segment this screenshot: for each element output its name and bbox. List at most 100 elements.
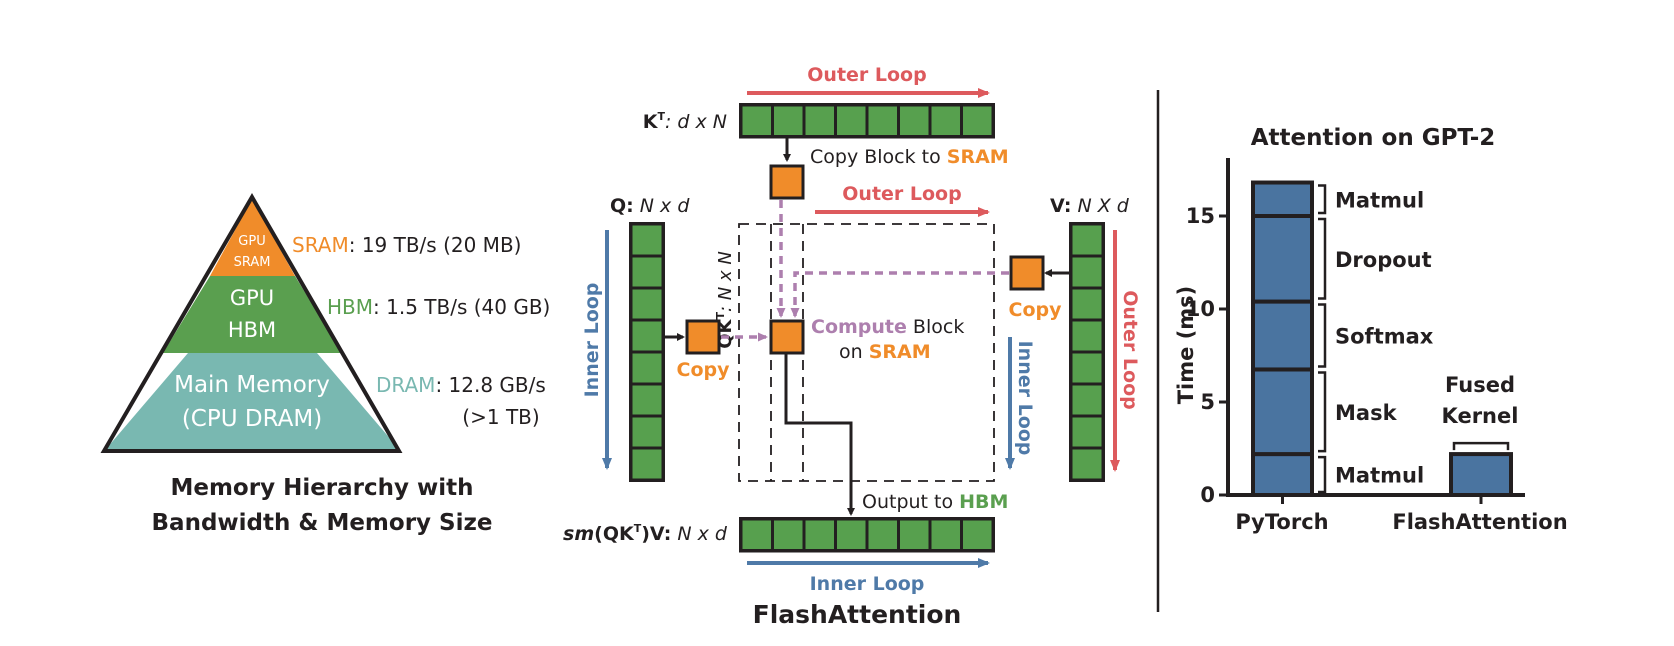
q-block — [632, 449, 662, 479]
x-tick-label-pytorch: PyTorch — [1235, 510, 1328, 534]
chart-title: Attention on GPT-2 — [1251, 125, 1496, 151]
kt-block — [837, 106, 866, 135]
kt-label: KT: d x N — [643, 110, 727, 133]
output-block — [963, 520, 992, 549]
inner-loop-label-v: Inner Loop — [1014, 341, 1036, 456]
v-matrix — [1069, 222, 1105, 482]
inner-loop-label-q: Inner Loop — [581, 283, 603, 398]
chart-ylabel: Time (ms) — [1174, 286, 1198, 405]
v-block — [1072, 353, 1102, 383]
pyramid-sram-fill — [210, 199, 295, 276]
fused-kernel-label-1: Fused — [1445, 373, 1515, 397]
q-sram-block — [685, 319, 721, 355]
pyramid-hbm-fill — [163, 276, 342, 353]
y-tick-label: 10 — [1186, 297, 1215, 321]
pyramid-outline — [100, 193, 403, 453]
v-block — [1072, 225, 1102, 255]
on-sram-label: on SRAM — [839, 341, 931, 363]
fused-kernel-bracket — [1452, 441, 1510, 451]
pyramid-dram-layer — [106, 353, 399, 449]
outer-loop-label-mid: Outer Loop — [842, 183, 961, 205]
kt-block — [931, 106, 960, 135]
hbm-spec: HBM: 1.5 TB/s (40 GB) — [327, 295, 550, 319]
dram-spec: DRAM: 12.8 GB/s — [376, 373, 546, 397]
flashattention-diagram: Outer Loop KT: d x N Copy Block to SRAM … — [563, 64, 1141, 629]
v-copy-label: Copy — [1009, 299, 1063, 321]
q-block — [632, 321, 662, 351]
pyramid-hbm-text-1: GPU — [230, 286, 274, 310]
q-block — [632, 257, 662, 287]
q-block — [632, 385, 662, 415]
x-tick-label-flashattention: FlashAttention — [1392, 510, 1567, 534]
q-block — [632, 289, 662, 319]
v-block — [1072, 449, 1102, 479]
v-block — [1072, 385, 1102, 415]
segment-bracket — [1318, 217, 1327, 300]
bar-segment-pytorch-matmul — [1251, 180, 1314, 219]
output-block — [774, 520, 803, 549]
attention-gpt2-chart: Attention on GPT-2 Time (ms) 051015Matmu… — [1174, 125, 1568, 534]
kt-block — [774, 106, 803, 135]
segment-bracket — [1318, 455, 1327, 494]
segment-bracket — [1318, 371, 1327, 453]
pyramid-dram-text-2: (CPU DRAM) — [182, 406, 322, 432]
kt-matrix — [739, 103, 995, 139]
q-block — [632, 417, 662, 447]
pyramid-caption-2: Bandwidth & Memory Size — [152, 510, 493, 536]
qkt-label: QKT: N x N — [714, 251, 736, 349]
bar-segment-pytorch-dropout — [1251, 214, 1314, 304]
output-block — [900, 520, 929, 549]
output-block — [742, 520, 771, 549]
q-block — [632, 225, 662, 255]
outer-loop-label-top: Outer Loop — [807, 64, 926, 86]
output-matrix — [739, 517, 995, 553]
pyramid-sram-text-2: SRAM — [234, 255, 271, 270]
qkt-matrix-outline — [738, 223, 995, 482]
segment-bracket — [1318, 303, 1327, 368]
v-block — [1072, 417, 1102, 447]
output-block — [805, 520, 834, 549]
copy-block-label: Copy Block to SRAM — [810, 146, 1009, 168]
v-label: V: N X d — [1050, 195, 1130, 217]
kt-block — [805, 106, 834, 135]
fused-kernel-label-2: Kernel — [1442, 404, 1519, 428]
inner-loop-label-bottom: Inner Loop — [810, 573, 925, 595]
q-matrix — [629, 222, 665, 482]
kt-block — [868, 106, 897, 135]
output-to-hbm-label: Output to HBM — [862, 491, 1008, 513]
dram-spec-size: (>1 TB) — [462, 405, 539, 429]
pyramid-dram-text-1: Main Memory — [174, 372, 330, 398]
memory-hierarchy-panel: GPU SRAM GPU HBM Main Memory (CPU DRAM) … — [100, 193, 550, 536]
compute-sram-block — [769, 319, 805, 355]
output-to-hbm-arrow — [784, 353, 855, 516]
kt-block — [900, 106, 929, 135]
y-tick-label: 0 — [1200, 483, 1215, 507]
output-block — [837, 520, 866, 549]
segment-label: Dropout — [1335, 248, 1432, 272]
flashattention-title: FlashAttention — [753, 600, 962, 629]
output-block — [868, 520, 897, 549]
segment-label: Mask — [1335, 401, 1398, 425]
v-sram-block — [1009, 255, 1045, 291]
kt-block — [742, 106, 771, 135]
q-copy-label: Copy — [677, 359, 731, 381]
q-block — [632, 353, 662, 383]
pyramid-caption-1: Memory Hierarchy with — [170, 475, 473, 501]
y-tick-label: 5 — [1200, 390, 1215, 414]
y-tick-label: 15 — [1186, 204, 1215, 228]
bar-segment-pytorch-matmul — [1251, 452, 1314, 497]
q-label: Q: N x d — [610, 195, 690, 217]
kt-sram-block — [769, 164, 805, 200]
compute-block-label: Compute Block — [811, 316, 964, 338]
outer-loop-label-v: Outer Loop — [1119, 290, 1141, 409]
segment-label: Softmax — [1335, 325, 1434, 349]
bar-segment-pytorch-softmax — [1251, 299, 1314, 372]
pyramid-hbm-text-2: HBM — [228, 318, 276, 342]
sram-spec: SRAM: 19 TB/s (20 MB) — [292, 233, 521, 257]
v-block — [1072, 289, 1102, 319]
bar-flashattention-fused-kernel — [1449, 452, 1513, 497]
v-block — [1072, 321, 1102, 351]
v-block — [1072, 257, 1102, 287]
